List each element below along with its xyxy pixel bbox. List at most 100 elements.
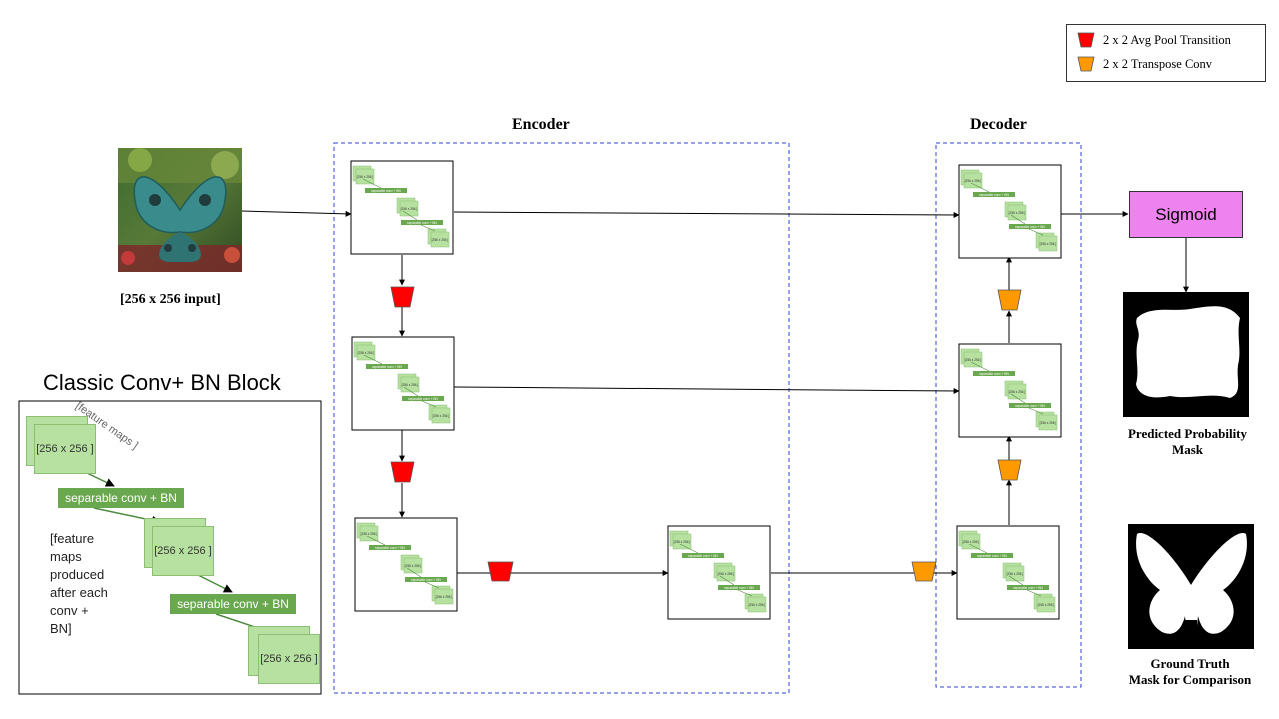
- mini-conv-label: separable conv + BN: [407, 221, 437, 225]
- mini-conv-bar: [401, 220, 443, 225]
- encoder-container: [333, 142, 790, 694]
- mini-feature-map: [672, 533, 692, 550]
- input-caption: [256 x 256 input]: [120, 292, 221, 307]
- mini-conv-label: separable conv + BN: [1013, 586, 1043, 590]
- mini-conv-bar: [973, 192, 1015, 197]
- mini-conv-label: separable conv + BN: [979, 193, 1009, 197]
- feature-maps-note: [feature maps produced after each conv +…: [50, 530, 108, 638]
- mini-conv-bar: [366, 364, 408, 369]
- note-line: produced: [50, 567, 105, 582]
- mini-size-label: [256 x 256 ]: [358, 351, 375, 355]
- mini-conv-bar: [365, 188, 407, 193]
- connections: [241, 210, 1189, 576]
- mini-feature-map: [434, 588, 454, 605]
- sigmoid-label: Sigmoid: [1155, 204, 1217, 224]
- mini-size-label: [256 x 256 ]: [436, 595, 453, 599]
- conv-bn-label: separable conv + BN: [65, 491, 177, 505]
- mini-feature-map: [356, 344, 376, 361]
- pool-trapezoid-icon: [487, 561, 514, 582]
- mini-conv-label: separable conv + BN: [375, 546, 405, 550]
- encoder-title: Encoder: [512, 116, 570, 133]
- mini-size-label: [256 x 256 ]: [1040, 242, 1057, 246]
- conv-block: [256 x 256 ][256 x 256 ][256 x 256 ]sepa…: [354, 517, 458, 612]
- ground-truth-caption-line2: Mask for Comparison: [1128, 672, 1252, 687]
- transpose-trapezoid-icon: [1077, 56, 1095, 72]
- mini-conv-label: separable conv + BN: [979, 372, 1009, 376]
- feature-map-size-label: [256 x 256 ]: [260, 653, 318, 665]
- conv-block: [256 x 256 ][256 x 256 ][256 x 256 ]sepa…: [350, 160, 454, 255]
- mini-conv-bar: [1009, 224, 1051, 229]
- mini-conv-label: separable conv + BN: [371, 189, 401, 193]
- conv-block: [256 x 256 ] [256 x 256 ] [256 x 256 ] sepa…: [351, 336, 455, 431]
- mini-feature-map: [1038, 414, 1058, 431]
- predicted-caption-line2: Mask: [1171, 442, 1204, 457]
- predicted-caption: Predicted Probability Mask: [1110, 426, 1265, 458]
- mini-size-label: [256 x 256 ]: [433, 414, 450, 418]
- conv-block: [256 x 256 ][256 x 256 ][256 x 256 ]sepa…: [956, 525, 1060, 620]
- mini-conv-bar: [682, 553, 724, 558]
- feature-map-size-label: [256 x 256 ]: [36, 443, 94, 455]
- feature-map: [256 x 256 ]: [258, 634, 320, 684]
- mini-feature-map: [430, 231, 450, 248]
- mini-conv-label: separable conv + BN: [372, 365, 402, 369]
- predicted-caption-line1: Predicted Probability: [1127, 426, 1248, 441]
- mini-conv-label: separable conv + BN: [411, 578, 441, 582]
- classic-block-title: Classic Conv+ BN Block: [43, 370, 281, 395]
- mini-conv-bar: [405, 577, 447, 582]
- mini-size-label: [256 x 256 ]: [402, 383, 419, 387]
- mini-size-label: [256 x 256 ]: [1009, 390, 1026, 394]
- mini-feature-map: [961, 533, 981, 550]
- pool-transition-icons: [390, 286, 514, 582]
- mini-size-label: [256 x 256 ]: [1009, 211, 1026, 215]
- mini-feature-map: [431, 407, 451, 424]
- mini-conv-label: separable conv + BN: [1015, 404, 1045, 408]
- feature-map: [256 x 256 ]: [152, 526, 214, 576]
- mini-conv-label: separable conv + BN: [408, 397, 438, 401]
- transpose-trapezoid-icon: [911, 561, 937, 582]
- mini-feature-map: [747, 596, 767, 613]
- transpose-trapezoid-icon: [997, 289, 1022, 311]
- mini-size-label: [256 x 256 ]: [965, 358, 982, 362]
- conv-bn-label: separable conv + BN: [177, 597, 289, 611]
- transpose-trapezoid-icon: [997, 459, 1022, 481]
- mini-conv-bar: [1007, 585, 1049, 590]
- conv-blocks: [256 x 256 ] [256 x 256 ] [256 x 256 ] sepa…: [350, 160, 1062, 620]
- ground-truth-caption-line1: Ground Truth: [1150, 656, 1230, 671]
- conv-bn-bar: separable conv + BN: [58, 488, 184, 508]
- feature-map-size-label: [256 x 256 ]: [154, 545, 212, 557]
- mini-conv-label: separable conv + BN: [1015, 225, 1045, 229]
- pool-trapezoid-icon: [1077, 32, 1095, 48]
- legend-item-transpose: 2 x 2 Transpose Conv: [1077, 56, 1212, 72]
- mini-conv-bar: [369, 545, 411, 550]
- sigmoid-node: Sigmoid: [1129, 191, 1243, 238]
- mini-size-label: [256 x 256 ]: [965, 179, 982, 183]
- pool-trapezoid-icon: [390, 461, 415, 483]
- mini-size-label: [256 x 256 ]: [963, 540, 980, 544]
- mini-conv-bar: [973, 371, 1015, 376]
- decoder-container: [935, 142, 1082, 688]
- pool-trapezoid-icon: [390, 286, 415, 308]
- mini-conv-label: separable conv + BN: [688, 554, 718, 558]
- mini-feature-map: [963, 172, 983, 189]
- conv-bn-bar: separable conv + BN: [170, 594, 296, 614]
- mini-size-label: [256 x 256 ]: [1040, 421, 1057, 425]
- mini-conv-bar: [971, 553, 1013, 558]
- input-image: [118, 148, 242, 272]
- conv-block: [256 x 256 ] [256 x 256 ] [256 x 256 ] sepa…: [958, 164, 1062, 259]
- mini-size-label: [256 x 256 ]: [1038, 603, 1055, 607]
- predicted-mask-image: [1123, 292, 1249, 417]
- mini-size-label: [256 x 256 ]: [749, 603, 766, 607]
- mini-conv-bar: [402, 396, 444, 401]
- mini-feature-map: [963, 351, 983, 368]
- mini-size-label: [256 x 256 ]: [357, 175, 374, 179]
- decoder-title: Decoder: [970, 116, 1027, 133]
- note-line: maps: [50, 549, 82, 564]
- mini-size-label: [256 x 256 ]: [401, 207, 418, 211]
- conv-block: [256 x 256 ][256 x 256 ][256 x 256 ]sepa…: [667, 525, 771, 620]
- mini-feature-map: [1038, 235, 1058, 252]
- mini-feature-map: [355, 168, 375, 185]
- ground-truth-caption: Ground Truth Mask for Comparison: [1105, 656, 1275, 688]
- mini-conv-bar: [718, 585, 760, 590]
- transpose-conv-icons: [911, 289, 1022, 582]
- mini-size-label: [256 x 256 ]: [361, 532, 378, 536]
